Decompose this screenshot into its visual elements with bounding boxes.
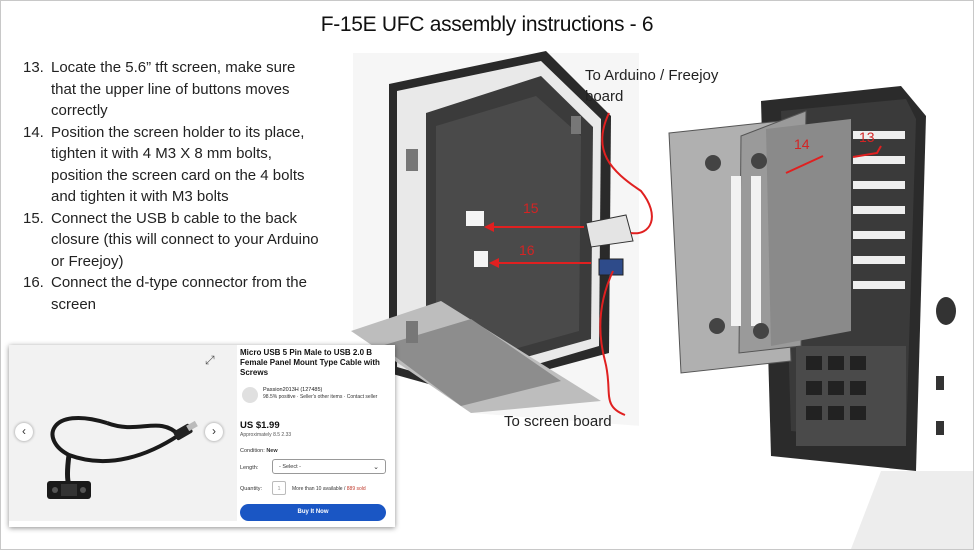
usb-cable-image [47,416,198,499]
approx-price: Approximately 8.5 2.33 [240,432,292,438]
label-to-arduino: To Arduino / Freejoy board [585,67,719,105]
product-title: Micro USB 5 Pin Male to USB 2.0 B Female… [240,348,380,377]
seller-name-text[interactable]: Passion2013H [263,387,299,393]
callout-14: 14 [794,136,810,152]
seller-avatar [242,387,258,403]
dtype-cable-line [599,270,626,416]
step-number: 14. [23,123,44,141]
usb-cable-line [601,112,653,235]
arrow-head-15 [484,222,494,232]
carousel-prev-button[interactable]: ‹ [15,423,33,441]
step-number: 13. [23,59,44,76]
arrow-13-line [852,145,882,158]
step-13: 13. Locate the 5.6” tft screen, make sure… [23,57,323,122]
condition: Condition: New [240,448,278,454]
sold-count: 889 sold [346,486,366,492]
condition-label: Condition: [240,448,265,454]
chevron-down-icon: ⌄ [373,464,379,471]
step-number: 16. [23,274,44,291]
length-select[interactable]: - Select - ⌄ [272,459,386,474]
ufc-assembly-render [639,46,973,549]
availability: More than 10 available / 889 sold [292,486,366,492]
callout-16: 16 [519,242,535,258]
callout-15: 15 [523,200,539,216]
quantity-label: Quantity: [240,486,263,492]
product-price: US $1.99 [240,420,280,431]
seller-count: (127485) [300,387,323,393]
arrow-14-line [785,155,824,174]
length-select-value: - Select - [279,464,302,470]
seller-meta[interactable]: 98.5% positive · Seller's other items · … [263,394,378,400]
product-listing-card: ‹ › ⤢ Micro USB 5 Pin Male to USB 2.0 B … [9,345,395,527]
product-photo [9,345,237,521]
label-to-screen: To screen board [504,413,612,430]
availability-text: More than 10 available / [292,486,347,492]
step-text: Locate the 5.6” tft screen, make sure th… [51,59,296,119]
instruction-list: 13. Locate the 5.6” tft screen, make sure… [23,57,323,315]
step-15: 15. Connect the USB b cable to the back c… [23,208,323,273]
seller-name[interactable]: Passion2013H (127485) [263,387,322,394]
step-number: 15. [23,209,44,227]
step-text: Position the screen holder to its place,… [51,123,305,206]
condition-value: New [266,448,278,454]
step-text: Connect the d-type connector from the sc… [51,274,307,313]
step-16: 16. Connect the d-type connector from the… [23,272,323,315]
slide-title: F-15E UFC assembly instructions - 6 [320,13,654,36]
expand-icon[interactable]: ⤢ [205,353,215,367]
screen-holder-render [351,51,641,426]
length-label: Length: [240,465,259,471]
quantity-input[interactable]: 1 [272,481,286,495]
buy-it-now-button[interactable]: Buy It Now [240,504,386,521]
arrow-head-16 [489,258,499,268]
connection-lines [488,112,882,416]
step-14: 14. Position the screen holder to its pla… [23,122,323,208]
step-text: Connect the USB b cable to the back clos… [51,209,319,270]
callout-13: 13 [859,129,875,145]
carousel-next-button[interactable]: › [205,423,223,441]
